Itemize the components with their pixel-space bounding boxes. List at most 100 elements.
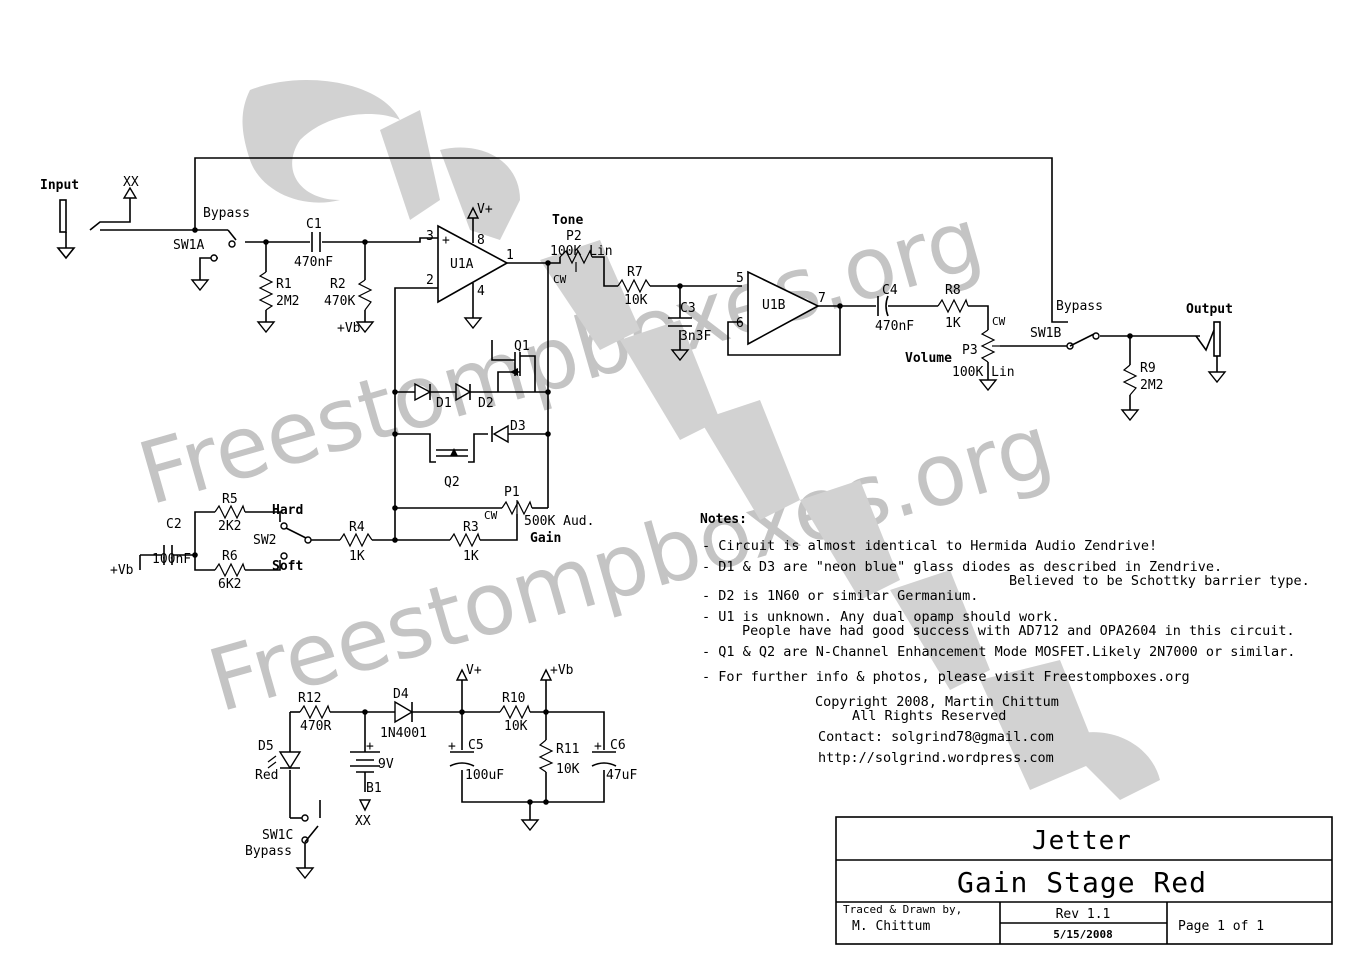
label-r7: R7 [627, 265, 643, 280]
label-c5-val: 100uF [465, 768, 504, 783]
sheet-title: Gain Stage Red [957, 866, 1207, 899]
label-r5: R5 [222, 492, 238, 507]
note-3: - D2 is 1N60 or similar Germanium. [702, 588, 978, 604]
label-r9: R9 [1140, 361, 1156, 376]
label-volume: Volume [905, 351, 952, 366]
label-pin1: 1 [506, 248, 514, 263]
label-xx-top: XX [123, 175, 139, 190]
label-r7-val: 10K [624, 293, 648, 308]
label-d3: D3 [510, 419, 526, 434]
note-5: - Q1 & Q2 are N-Channel Enhancement Mode… [702, 644, 1295, 660]
label-r5-val: 2K2 [218, 519, 241, 534]
label-r11: R11 [556, 742, 579, 757]
label-r1-val: 2M2 [276, 294, 299, 309]
note-1: - Circuit is almost identical to Hermida… [702, 538, 1157, 554]
contact: Contact: solgrind78@gmail.com [818, 729, 1054, 745]
label-p1-val: 500K Aud. [524, 514, 594, 529]
symbols [56, 186, 1227, 880]
label-r6: R6 [222, 549, 238, 564]
label-r12: R12 [298, 691, 321, 706]
label-c5: C5 [468, 738, 484, 753]
label-d2: D2 [478, 396, 494, 411]
label-p2-val: 100K Lin [550, 244, 613, 259]
label-c2-val: 100nF [152, 552, 191, 567]
traced-label: Traced & Drawn by, [843, 903, 962, 916]
label-bypass-a: Bypass [203, 206, 250, 221]
notes-heading: Notes: [700, 512, 747, 527]
note-4b: People have had good success with AD712 … [742, 623, 1295, 639]
label-cw-p3: CW [992, 315, 1006, 328]
label-plus-u1a: + [442, 233, 450, 248]
label-plus-b1: + [366, 739, 374, 754]
label-d4: D4 [393, 687, 409, 702]
label-sw1a: SW1A [173, 238, 204, 253]
label-u1b: U1B [762, 298, 786, 313]
label-r8: R8 [945, 283, 961, 298]
label-r8-val: 1K [945, 316, 961, 331]
label-c1-val: 470nF [294, 255, 333, 270]
label-b1-val: 9V [378, 757, 394, 772]
label-vplus-2: V+ [466, 663, 482, 678]
label-c3: C3 [680, 301, 696, 316]
label-c6: C6 [610, 738, 626, 753]
label-c6-val: 47uF [606, 768, 637, 783]
label-vb: +Vb [337, 321, 361, 336]
label-cw-p1: CW [484, 509, 498, 522]
label-hard: Hard [272, 503, 303, 518]
note-2a: - D1 & D3 are "neon blue" glass diodes a… [702, 559, 1222, 575]
label-c4-val: 470nF [875, 319, 914, 334]
label-soft: Soft [272, 559, 303, 574]
label-r10: R10 [502, 691, 525, 706]
label-c4: C4 [882, 283, 898, 298]
label-r2: R2 [330, 277, 346, 292]
note-2b: Believed to be Schottky barrier type. [1009, 573, 1310, 589]
component-labels: Input XX Bypass SW1A C1 470nF R1 2M2 R2 … [40, 175, 1233, 859]
label-r9-val: 2M2 [1140, 378, 1163, 393]
label-pin2: 2 [426, 273, 434, 288]
note-6: - For further info & photos, please visi… [702, 669, 1190, 685]
author: M. Chittum [852, 919, 930, 934]
label-r3-val: 1K [463, 549, 479, 564]
label-c3-val: 3n3F [680, 329, 711, 344]
label-p3-val: 100K Lin [952, 365, 1015, 380]
label-p2: P2 [566, 229, 582, 244]
note-4a: - U1 is unknown. Any dual opamp should w… [702, 609, 1060, 625]
label-pin7: 7 [818, 291, 826, 306]
label-d5-val: Red [255, 768, 278, 783]
label-r4-val: 1K [349, 549, 365, 564]
label-d5: D5 [258, 739, 274, 754]
label-pin5: 5 [736, 271, 744, 286]
title-block: Jetter Gain Stage Red Traced & Drawn by,… [835, 816, 1333, 945]
label-vb-2: +Vb [550, 663, 574, 678]
label-d4-val: 1N4001 [380, 726, 427, 741]
label-p3: P3 [962, 343, 978, 358]
label-c1: C1 [306, 217, 322, 232]
label-xx-bottom: XX [355, 814, 371, 829]
label-pin4: 4 [477, 284, 485, 299]
label-sw1c: SW1C [262, 828, 293, 843]
label-c2: C2 [166, 517, 182, 532]
label-pin3: 3 [426, 229, 434, 244]
page-number: Page 1 of 1 [1178, 919, 1264, 934]
label-input: Input [40, 178, 79, 193]
label-d1: D1 [436, 396, 452, 411]
watermark-blackletter [242, 80, 1160, 800]
label-output: Output [1186, 302, 1233, 317]
label-r6-val: 6K2 [218, 577, 241, 592]
revision: Rev 1.1 [1056, 907, 1111, 922]
label-vb-left: +Vb [110, 563, 134, 578]
date: 5/15/2008 [1053, 928, 1113, 941]
label-cw-p2: CW [553, 273, 567, 286]
notes-block: Notes: - Circuit is almost identical to … [700, 512, 1310, 766]
project-name: Jetter [1032, 826, 1132, 856]
label-q1: Q1 [514, 339, 530, 354]
label-bypass-c: Bypass [245, 844, 292, 859]
website-url: http://solgrind.wordpress.com [818, 750, 1054, 766]
label-p1: P1 [504, 485, 520, 500]
label-b1: B1 [366, 781, 382, 796]
label-r12-val: 470R [300, 719, 331, 734]
all-rights: All Rights Reserved [852, 708, 1006, 724]
label-pin6: 6 [736, 316, 744, 331]
label-r4: R4 [349, 520, 365, 535]
